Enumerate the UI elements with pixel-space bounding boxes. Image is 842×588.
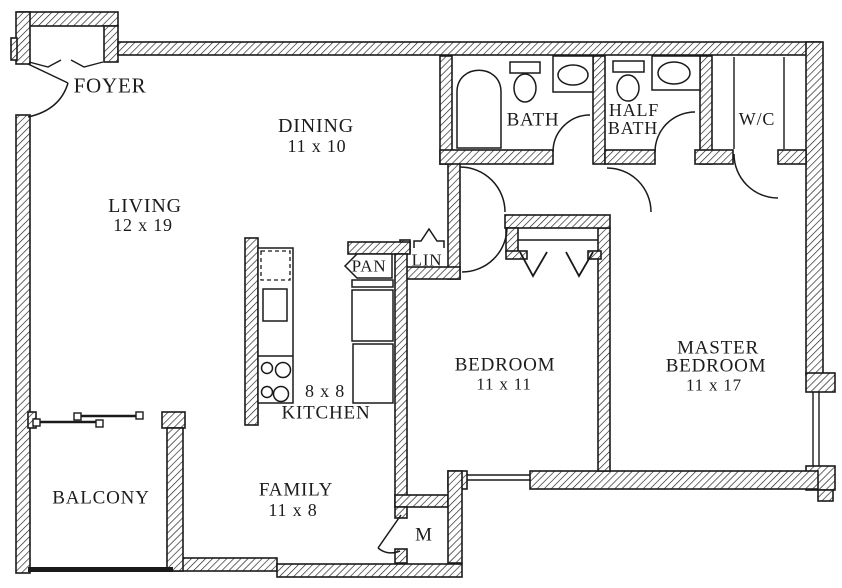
room-dims-kitchen: 8 x 8 xyxy=(305,381,345,401)
wc-door-swing xyxy=(733,153,779,199)
room-label-family: FAMILY xyxy=(258,479,334,501)
wall-segment xyxy=(699,55,713,165)
room-label-dining: DINING xyxy=(278,115,354,137)
closet-door-mark xyxy=(70,59,104,68)
bifold-door-icon xyxy=(519,251,548,278)
wall-segment xyxy=(447,470,463,564)
pantry-arrow-tag xyxy=(343,253,393,279)
wall-segment xyxy=(244,237,259,426)
wall-segment xyxy=(447,151,461,280)
bath-door-swing xyxy=(552,114,591,153)
mech-door-swing xyxy=(377,547,401,554)
wall-segment xyxy=(172,557,278,572)
room-dims-family: 11 x 8 xyxy=(268,500,318,520)
wall-segment xyxy=(805,372,836,393)
room-label-linen: LIN xyxy=(411,250,443,270)
windows xyxy=(467,392,820,481)
room-label-master-1: MASTER xyxy=(677,337,759,359)
room-dims-living: 12 x 19 xyxy=(113,215,173,235)
room-dims-bedroom: 11 x 11 xyxy=(476,374,532,394)
cabinet-shelf xyxy=(351,279,394,288)
balcony-railing xyxy=(28,567,173,572)
wall-segment xyxy=(505,250,528,260)
room-label-half-bath-1: HALF xyxy=(608,100,660,120)
fixtures xyxy=(257,55,701,404)
foyer-door-leaf xyxy=(27,63,69,84)
wall-segment xyxy=(394,506,408,519)
wall-segment xyxy=(394,494,449,508)
wall-segment xyxy=(276,563,463,578)
master-door-swing xyxy=(606,167,652,213)
wall-segment xyxy=(439,55,453,165)
wall-segment xyxy=(103,25,119,63)
wall-segment xyxy=(587,250,602,260)
bathtub-fixture xyxy=(456,69,502,149)
wall-segment xyxy=(805,41,824,376)
room-label-wc: W/C xyxy=(738,109,776,129)
wall-segment xyxy=(166,427,184,572)
stove-burner xyxy=(274,361,292,379)
wall-segment xyxy=(17,11,119,27)
wall-segment xyxy=(117,41,821,56)
sink-basin xyxy=(557,64,589,86)
wall-segment xyxy=(529,470,819,490)
kitchen-counter2 xyxy=(352,343,394,404)
dishwasher xyxy=(260,250,291,281)
wall-segment xyxy=(439,149,554,165)
toilet-bowl xyxy=(616,74,640,102)
kitchen-sink xyxy=(262,288,288,322)
wall-segment xyxy=(15,11,31,65)
stove-burner xyxy=(260,361,274,375)
wall-segment xyxy=(604,149,656,165)
mech-door-leaf xyxy=(377,514,402,549)
room-label-balcony: BALCONY xyxy=(52,487,150,509)
hall-door-swing xyxy=(459,166,506,213)
wall-segment xyxy=(505,227,519,253)
room-label-mechanical: M xyxy=(415,524,433,546)
stove-burner xyxy=(272,385,290,403)
sliding-glass-door xyxy=(32,411,144,428)
room-label-kitchen: KITCHEN xyxy=(281,402,371,424)
bifold-door-icon xyxy=(565,251,594,278)
wall-segment xyxy=(694,149,734,165)
linen-arrow-icon xyxy=(413,227,445,248)
room-label-pantry: PAN xyxy=(351,256,387,276)
sink-basin xyxy=(657,61,691,85)
bedroom-door-swing xyxy=(461,226,508,273)
half-bath-door-swing xyxy=(654,111,696,153)
wall-segment xyxy=(504,214,611,229)
room-dims-master: 11 x 17 xyxy=(686,375,742,395)
wall-segment xyxy=(394,253,408,508)
room-label-master-2: BEDROOM xyxy=(665,355,767,377)
wall-segment xyxy=(592,55,606,165)
closet-shelving xyxy=(28,57,785,278)
room-label-bedroom: BEDROOM xyxy=(454,354,556,376)
room-label-half-bath-2: BATH xyxy=(607,118,659,138)
room-label-foyer: FOYER xyxy=(73,73,147,98)
room-label-living: LIVING xyxy=(108,195,182,217)
walls xyxy=(10,11,836,578)
room-label-bath: BATH xyxy=(506,109,560,131)
toilet-bowl xyxy=(513,73,537,103)
refrigerator xyxy=(351,289,394,342)
wall-segment xyxy=(777,149,807,165)
wall-segment xyxy=(597,227,611,472)
stove-burner xyxy=(260,385,274,399)
toilet-tank xyxy=(612,60,645,73)
wall-segment xyxy=(817,489,834,502)
closet-door-mark xyxy=(28,59,62,68)
room-dims-dining: 11 x 10 xyxy=(287,136,347,156)
foyer-door-swing xyxy=(27,82,69,118)
toilet-tank xyxy=(509,61,541,74)
door-swings xyxy=(27,63,779,554)
wall-segment xyxy=(10,37,18,61)
wall-segment xyxy=(15,114,31,574)
wall-segment xyxy=(347,241,411,255)
wall-segment xyxy=(161,411,186,429)
wall-segment xyxy=(394,548,408,564)
